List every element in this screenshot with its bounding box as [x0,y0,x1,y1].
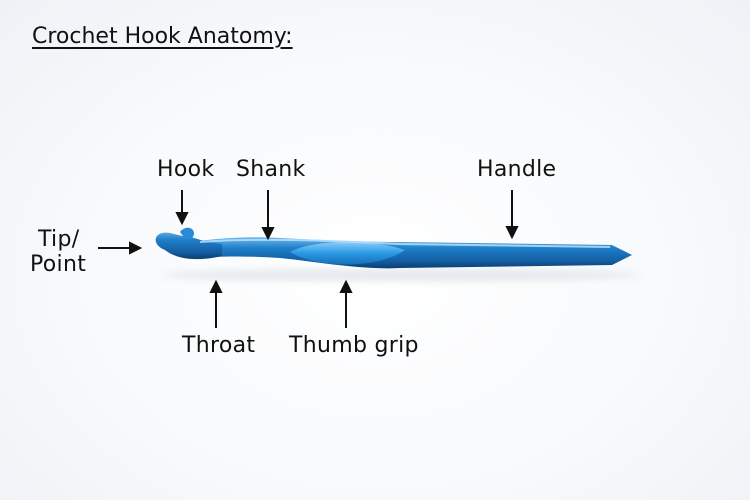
hook-shadow [160,269,640,281]
shank-arrowhead [261,227,275,241]
label-thumb-grip: Thumb grip [289,333,419,358]
label-throat: Throat [182,333,256,358]
label-shank: Shank [236,157,306,182]
hook-highlight [199,238,611,248]
hook-handle-body [190,237,632,269]
label-handle: Handle [477,157,557,182]
label-hook: Hook [157,157,215,182]
diagram-title: Crochet Hook Anatomy: [32,24,293,49]
label-tip-line2: Point [30,252,87,277]
hook-thumb-grip [290,241,405,265]
hook-arrowhead [175,212,189,226]
handle-arrowhead [505,226,519,240]
thumb-grip-arrowhead [339,279,353,293]
label-tip-line1: Tip/ [38,227,80,252]
tip-arrowhead [129,241,143,255]
throat-arrowhead [209,279,223,293]
hook-head [155,229,222,260]
hook-tip-notch [180,227,194,239]
